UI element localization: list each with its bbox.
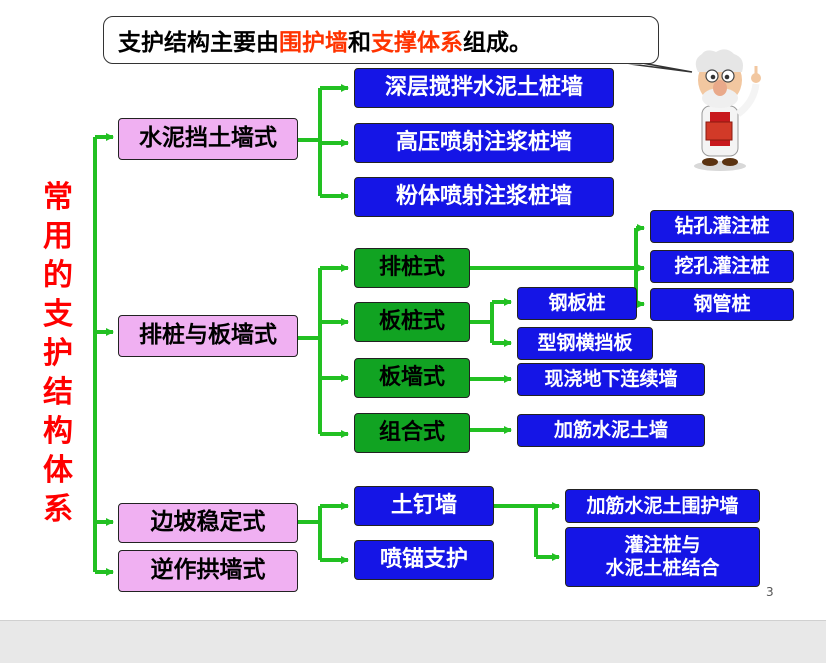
node-shotcrete-anchor: 喷锚支护 bbox=[354, 540, 494, 580]
node-soil-nail-wall: 土钉墙 bbox=[354, 486, 494, 526]
node-deep-mixing-pile-wall: 深层搅拌水泥土桩墙 bbox=[354, 68, 614, 108]
node-steel-pipe-pile: 钢管桩 bbox=[650, 288, 794, 321]
node-reverse-arch-wall: 逆作拱墙式 bbox=[118, 550, 298, 592]
callout-prefix: 支护结构主要由 bbox=[118, 30, 279, 56]
slide: 支护结构主要由围护墙和支撑体系组成。 常用的支护结构体系 水泥挡土墙式 排桩与板… bbox=[0, 0, 826, 620]
node-combined: 组合式 bbox=[354, 413, 470, 453]
callout-highlight-retaining-wall: 围护墙 bbox=[279, 30, 348, 56]
node-row-pile-and-sheet-wall: 排桩与板墙式 bbox=[118, 315, 298, 357]
professor-mascot bbox=[694, 49, 761, 171]
node-reinforced-cement-retaining-wall: 加筋水泥土围护墙 bbox=[565, 489, 760, 523]
node-high-pressure-jet-pile-wall: 高压喷射注浆桩墙 bbox=[354, 123, 614, 163]
vertical-title: 常用的支护结构体系 bbox=[43, 180, 73, 527]
node-steel-lagging: 型钢横挡板 bbox=[517, 327, 653, 360]
page-number: 3 bbox=[766, 585, 774, 599]
node-slope-stability: 边坡稳定式 bbox=[118, 503, 298, 543]
node-row-pile: 排桩式 bbox=[354, 248, 470, 288]
node-powder-jet-pile-wall: 粉体喷射注浆桩墙 bbox=[354, 177, 614, 217]
node-reinforced-cement-wall: 加筋水泥土墙 bbox=[517, 414, 705, 447]
callout-highlight-support-system: 支撑体系 bbox=[371, 30, 463, 56]
callout-box: 支护结构主要由围护墙和支撑体系组成。 bbox=[103, 16, 659, 64]
callout-suffix: 组成。 bbox=[463, 30, 532, 56]
bottom-bar bbox=[0, 620, 826, 663]
node-slab-wall: 板墙式 bbox=[354, 358, 470, 398]
node-steel-sheet-pile: 钢板桩 bbox=[517, 287, 637, 320]
node-dug-pile: 挖孔灌注桩 bbox=[650, 250, 794, 283]
node-pile-cement-combo: 灌注桩与 水泥土桩结合 bbox=[565, 527, 760, 587]
node-sheet-pile: 板桩式 bbox=[354, 302, 470, 342]
callout-mid: 和 bbox=[348, 30, 371, 56]
node-pile-cement-combo-line1: 灌注桩与 bbox=[624, 534, 701, 557]
node-diaphragm-wall: 现浇地下连续墙 bbox=[517, 363, 705, 396]
node-cement-retaining-wall: 水泥挡土墙式 bbox=[118, 118, 298, 160]
node-bored-pile: 钻孔灌注桩 bbox=[650, 210, 794, 243]
node-pile-cement-combo-line2: 水泥土桩结合 bbox=[605, 557, 720, 579]
